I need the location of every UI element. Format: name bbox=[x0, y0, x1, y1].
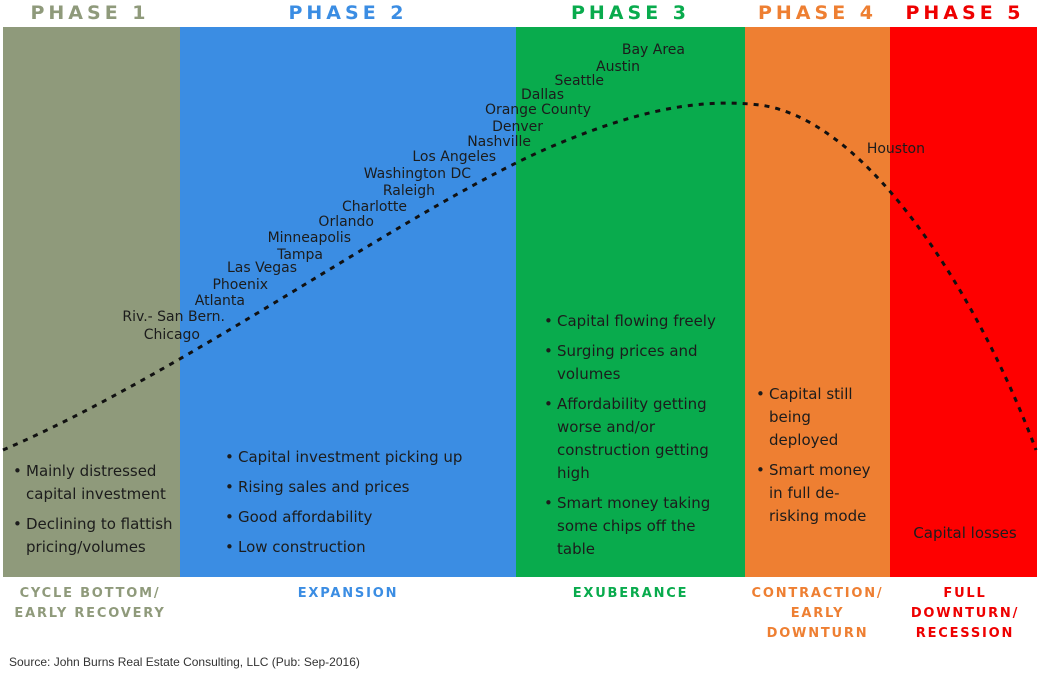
phase-3-bullets: Capital flowing freely Surging prices an… bbox=[544, 310, 724, 568]
bullet-item: Smart money taking some chips off the ta… bbox=[544, 492, 724, 561]
phase-4-bullets: Capital still being deployed Smart money… bbox=[756, 383, 884, 535]
bullet-item: Smart money in full de-risking mode bbox=[756, 459, 884, 528]
bullet-item: Affordability getting worse and/or const… bbox=[544, 393, 724, 485]
phase-5-footer: FULL DOWNTURN/ RECESSION bbox=[910, 586, 1020, 641]
phase-4-footer: CONTRACTION/ EARLY DOWNTURN bbox=[751, 586, 884, 641]
phase-4-header: PHASE 4 bbox=[757, 2, 878, 24]
bullet-item: Mainly distressed capital investment bbox=[13, 460, 178, 506]
phase-5-header: PHASE 5 bbox=[905, 2, 1025, 24]
bullet-item: Declining to flattish pricing/volumes bbox=[13, 513, 178, 559]
bullet-item: Good affordability bbox=[225, 506, 510, 529]
phase-2-footer: EXPANSION bbox=[297, 586, 399, 601]
phase-3-footer: EXUBERANCE bbox=[572, 586, 689, 601]
phase-2-bullets: Capital investment picking up Rising sal… bbox=[225, 446, 510, 566]
phase-1-header: PHASE 1 bbox=[30, 2, 150, 24]
source-note: Source: John Burns Real Estate Consultin… bbox=[9, 655, 360, 669]
phase-1-bullets: Mainly distressed capital investment Dec… bbox=[13, 460, 178, 566]
bullet-item: Capital investment picking up bbox=[225, 446, 510, 469]
phase-3-header: PHASE 3 bbox=[570, 2, 691, 24]
bullet-item: Capital flowing freely bbox=[544, 310, 724, 333]
bullet-item: Low construction bbox=[225, 536, 510, 559]
bullet-item: Capital still being deployed bbox=[756, 383, 884, 452]
phase-5-note: Capital losses bbox=[913, 524, 1017, 542]
bullet-item: Surging prices and volumes bbox=[544, 340, 724, 386]
phase-1-footer: CYCLE BOTTOM/ EARLY RECOVERY bbox=[14, 586, 166, 621]
phase-2-header: PHASE 2 bbox=[288, 2, 408, 24]
phase-5-panel bbox=[890, 27, 1037, 577]
bullet-item: Rising sales and prices bbox=[225, 476, 510, 499]
